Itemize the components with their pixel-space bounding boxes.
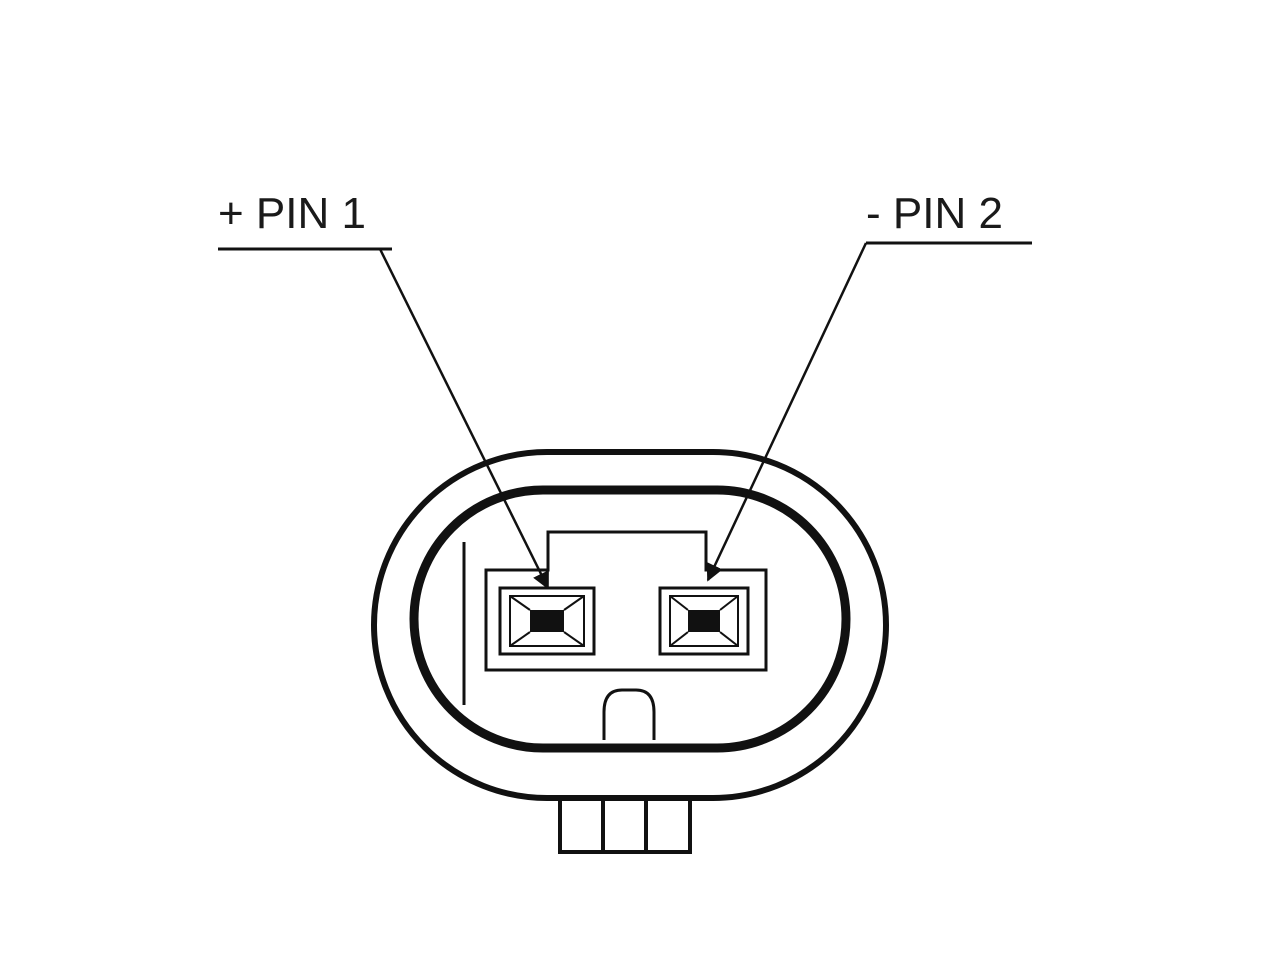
pin2-terminal [658, 586, 750, 656]
connector-inner-housing [409, 485, 851, 753]
polarizing-key [602, 688, 656, 740]
pin2-leader-arrow [706, 242, 868, 582]
pin2-label: - PIN 2 [866, 189, 1003, 238]
pin1-label: + PIN 1 [218, 189, 366, 238]
terminal-block [484, 530, 768, 672]
pin1-leader-arrow [378, 248, 550, 590]
